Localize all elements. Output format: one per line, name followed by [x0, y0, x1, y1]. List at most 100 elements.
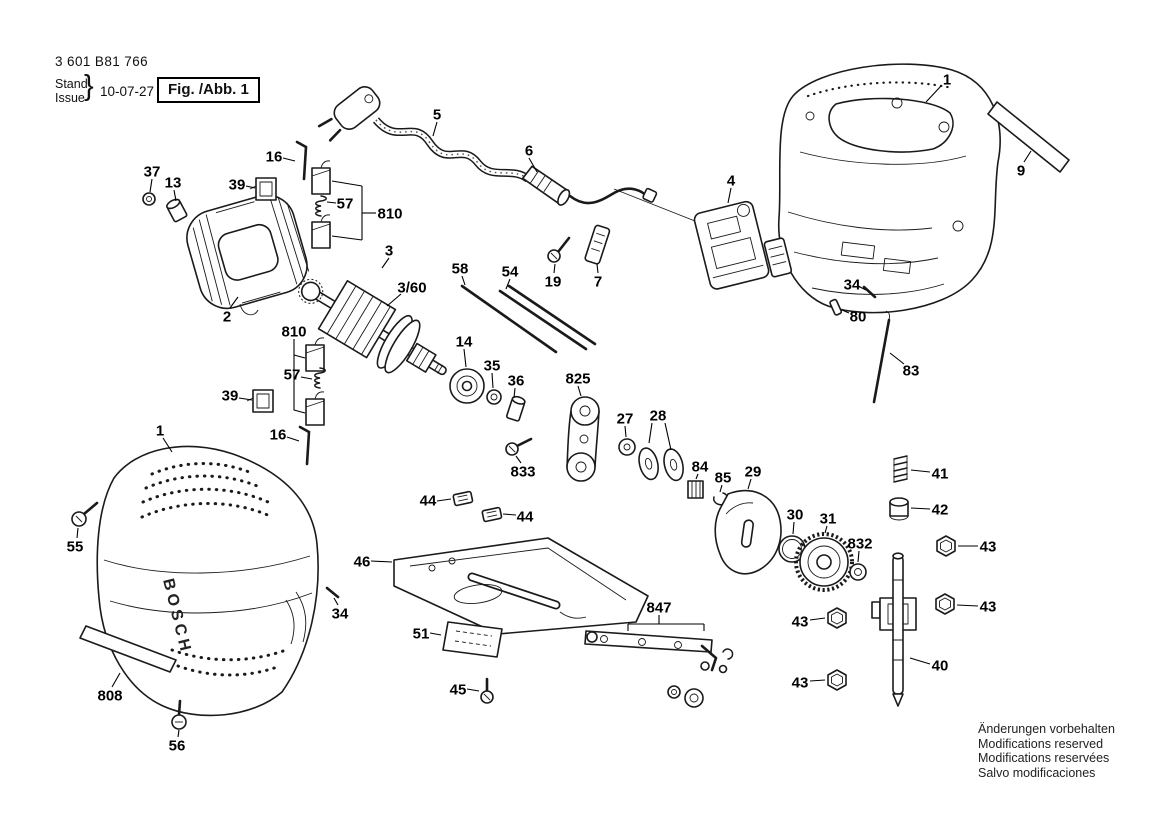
- leader-line: [333, 597, 339, 606]
- callout-808: 808: [97, 687, 122, 704]
- leader-line: [727, 187, 732, 204]
- leader-line: [719, 484, 723, 493]
- screw-833-shape: [505, 437, 533, 456]
- callout-3: 3: [385, 242, 393, 259]
- clamp-7-shape: [584, 224, 611, 265]
- leader-line: [331, 235, 363, 241]
- callout-34: 34: [844, 276, 861, 293]
- leader-line: [553, 263, 556, 274]
- leader-line: [436, 498, 452, 502]
- leader-line: [331, 180, 363, 187]
- leader-line: [326, 201, 337, 204]
- callout-46: 46: [354, 553, 371, 570]
- callout-80: 80: [850, 308, 867, 325]
- callout-30: 30: [787, 506, 804, 523]
- revision-line-fr: Modifications reservées: [978, 751, 1110, 765]
- leader-line: [76, 527, 79, 539]
- rear-housing-shape: [777, 63, 1001, 314]
- callout-55: 55: [67, 538, 84, 555]
- leader-line: [293, 339, 306, 414]
- cord-grommet-shape: [521, 165, 658, 206]
- leader-line: [111, 672, 121, 688]
- callout-1: 1: [156, 422, 164, 439]
- leader-line: [695, 473, 699, 480]
- leader-line: [229, 296, 239, 309]
- brush-holder-39-top-shape: [249, 177, 277, 201]
- switch-shape: [693, 200, 793, 290]
- callout-16: 16: [270, 426, 287, 443]
- leader-line: [824, 525, 828, 534]
- leader-line: [859, 286, 867, 291]
- callout-84: 84: [692, 458, 709, 475]
- sleeve-42-shape: [889, 497, 909, 521]
- leader-line: [889, 352, 905, 365]
- callout-40: 40: [932, 657, 949, 674]
- leader-line: [577, 385, 582, 397]
- leader-line: [429, 632, 442, 636]
- washer-832-shape: [849, 563, 867, 581]
- brush-wire-16-bottom-shape: [298, 425, 311, 466]
- pin-34-top-shape: [862, 285, 877, 299]
- leader-line: [956, 604, 979, 607]
- brush-holder-39-bottom-shape: [246, 389, 274, 413]
- callout-833: 833: [510, 463, 535, 480]
- revision-line-en: Modifications reserved: [978, 736, 1104, 751]
- leader-line: [300, 376, 313, 380]
- callout-9: 9: [1017, 162, 1025, 179]
- callout-44: 44: [517, 508, 534, 525]
- base-plate-46-shape: [393, 537, 649, 635]
- nameplate-shape: [987, 101, 1070, 173]
- callout-43: 43: [980, 598, 997, 615]
- leader-line: [925, 85, 942, 103]
- leader-line: [463, 348, 467, 368]
- leader-line: [857, 550, 860, 563]
- callout-29: 29: [745, 463, 762, 480]
- callout-43: 43: [980, 538, 997, 555]
- callout-56: 56: [169, 737, 186, 754]
- callout-45: 45: [450, 681, 467, 698]
- callout-5: 5: [433, 106, 441, 123]
- sleeve-13-shape: [166, 198, 188, 223]
- rod-83-shape: [872, 310, 891, 404]
- gear-31-shape: [794, 532, 854, 592]
- clamp-44-b-shape: [481, 506, 503, 523]
- leader-line: [596, 263, 599, 274]
- leader-line: [910, 469, 931, 473]
- callout-51: 51: [413, 625, 430, 642]
- callout-39: 39: [222, 387, 239, 404]
- leader-line: [624, 425, 627, 438]
- figure-label: Fig. /Abb. 1: [157, 77, 260, 103]
- callout-2: 2: [223, 308, 231, 325]
- callout-39: 39: [229, 176, 246, 193]
- leader-line: [466, 688, 480, 692]
- needle-58-shape: [460, 284, 558, 354]
- document-number: 3 601 B81 766: [55, 54, 149, 69]
- leader-line: [381, 257, 390, 269]
- pin-36-shape: [505, 395, 526, 422]
- leader-line: [505, 278, 511, 290]
- brush-spring-57-top-shape: [315, 195, 327, 217]
- brush-wire-16-top-shape: [295, 140, 308, 181]
- callout-825: 825: [565, 370, 590, 387]
- armature-shape: [298, 278, 447, 376]
- carbon-brushes-810-top-shape: [311, 160, 331, 249]
- callout-34: 34: [332, 605, 349, 622]
- leader-line: [909, 657, 931, 665]
- leader-line: [841, 309, 850, 314]
- callout-6: 6: [525, 142, 533, 159]
- blade-holder-847-shape: [584, 630, 734, 708]
- leader-line: [370, 560, 393, 563]
- stator-shape: [186, 194, 310, 316]
- callout-41: 41: [932, 465, 949, 482]
- leader-line: [173, 189, 177, 202]
- callout-3/60: 3/60: [397, 279, 426, 296]
- callout-43: 43: [792, 674, 809, 691]
- leader-line: [515, 455, 522, 464]
- callout-36: 36: [508, 372, 525, 389]
- revision-notice: Änderungen vorbehalten Modifications res…: [978, 722, 1115, 780]
- roller-84-shape: [687, 480, 704, 499]
- leader-line: [809, 679, 826, 682]
- issue-date: 10-07-27: [100, 84, 155, 99]
- plug-and-cord-shape: [317, 86, 528, 179]
